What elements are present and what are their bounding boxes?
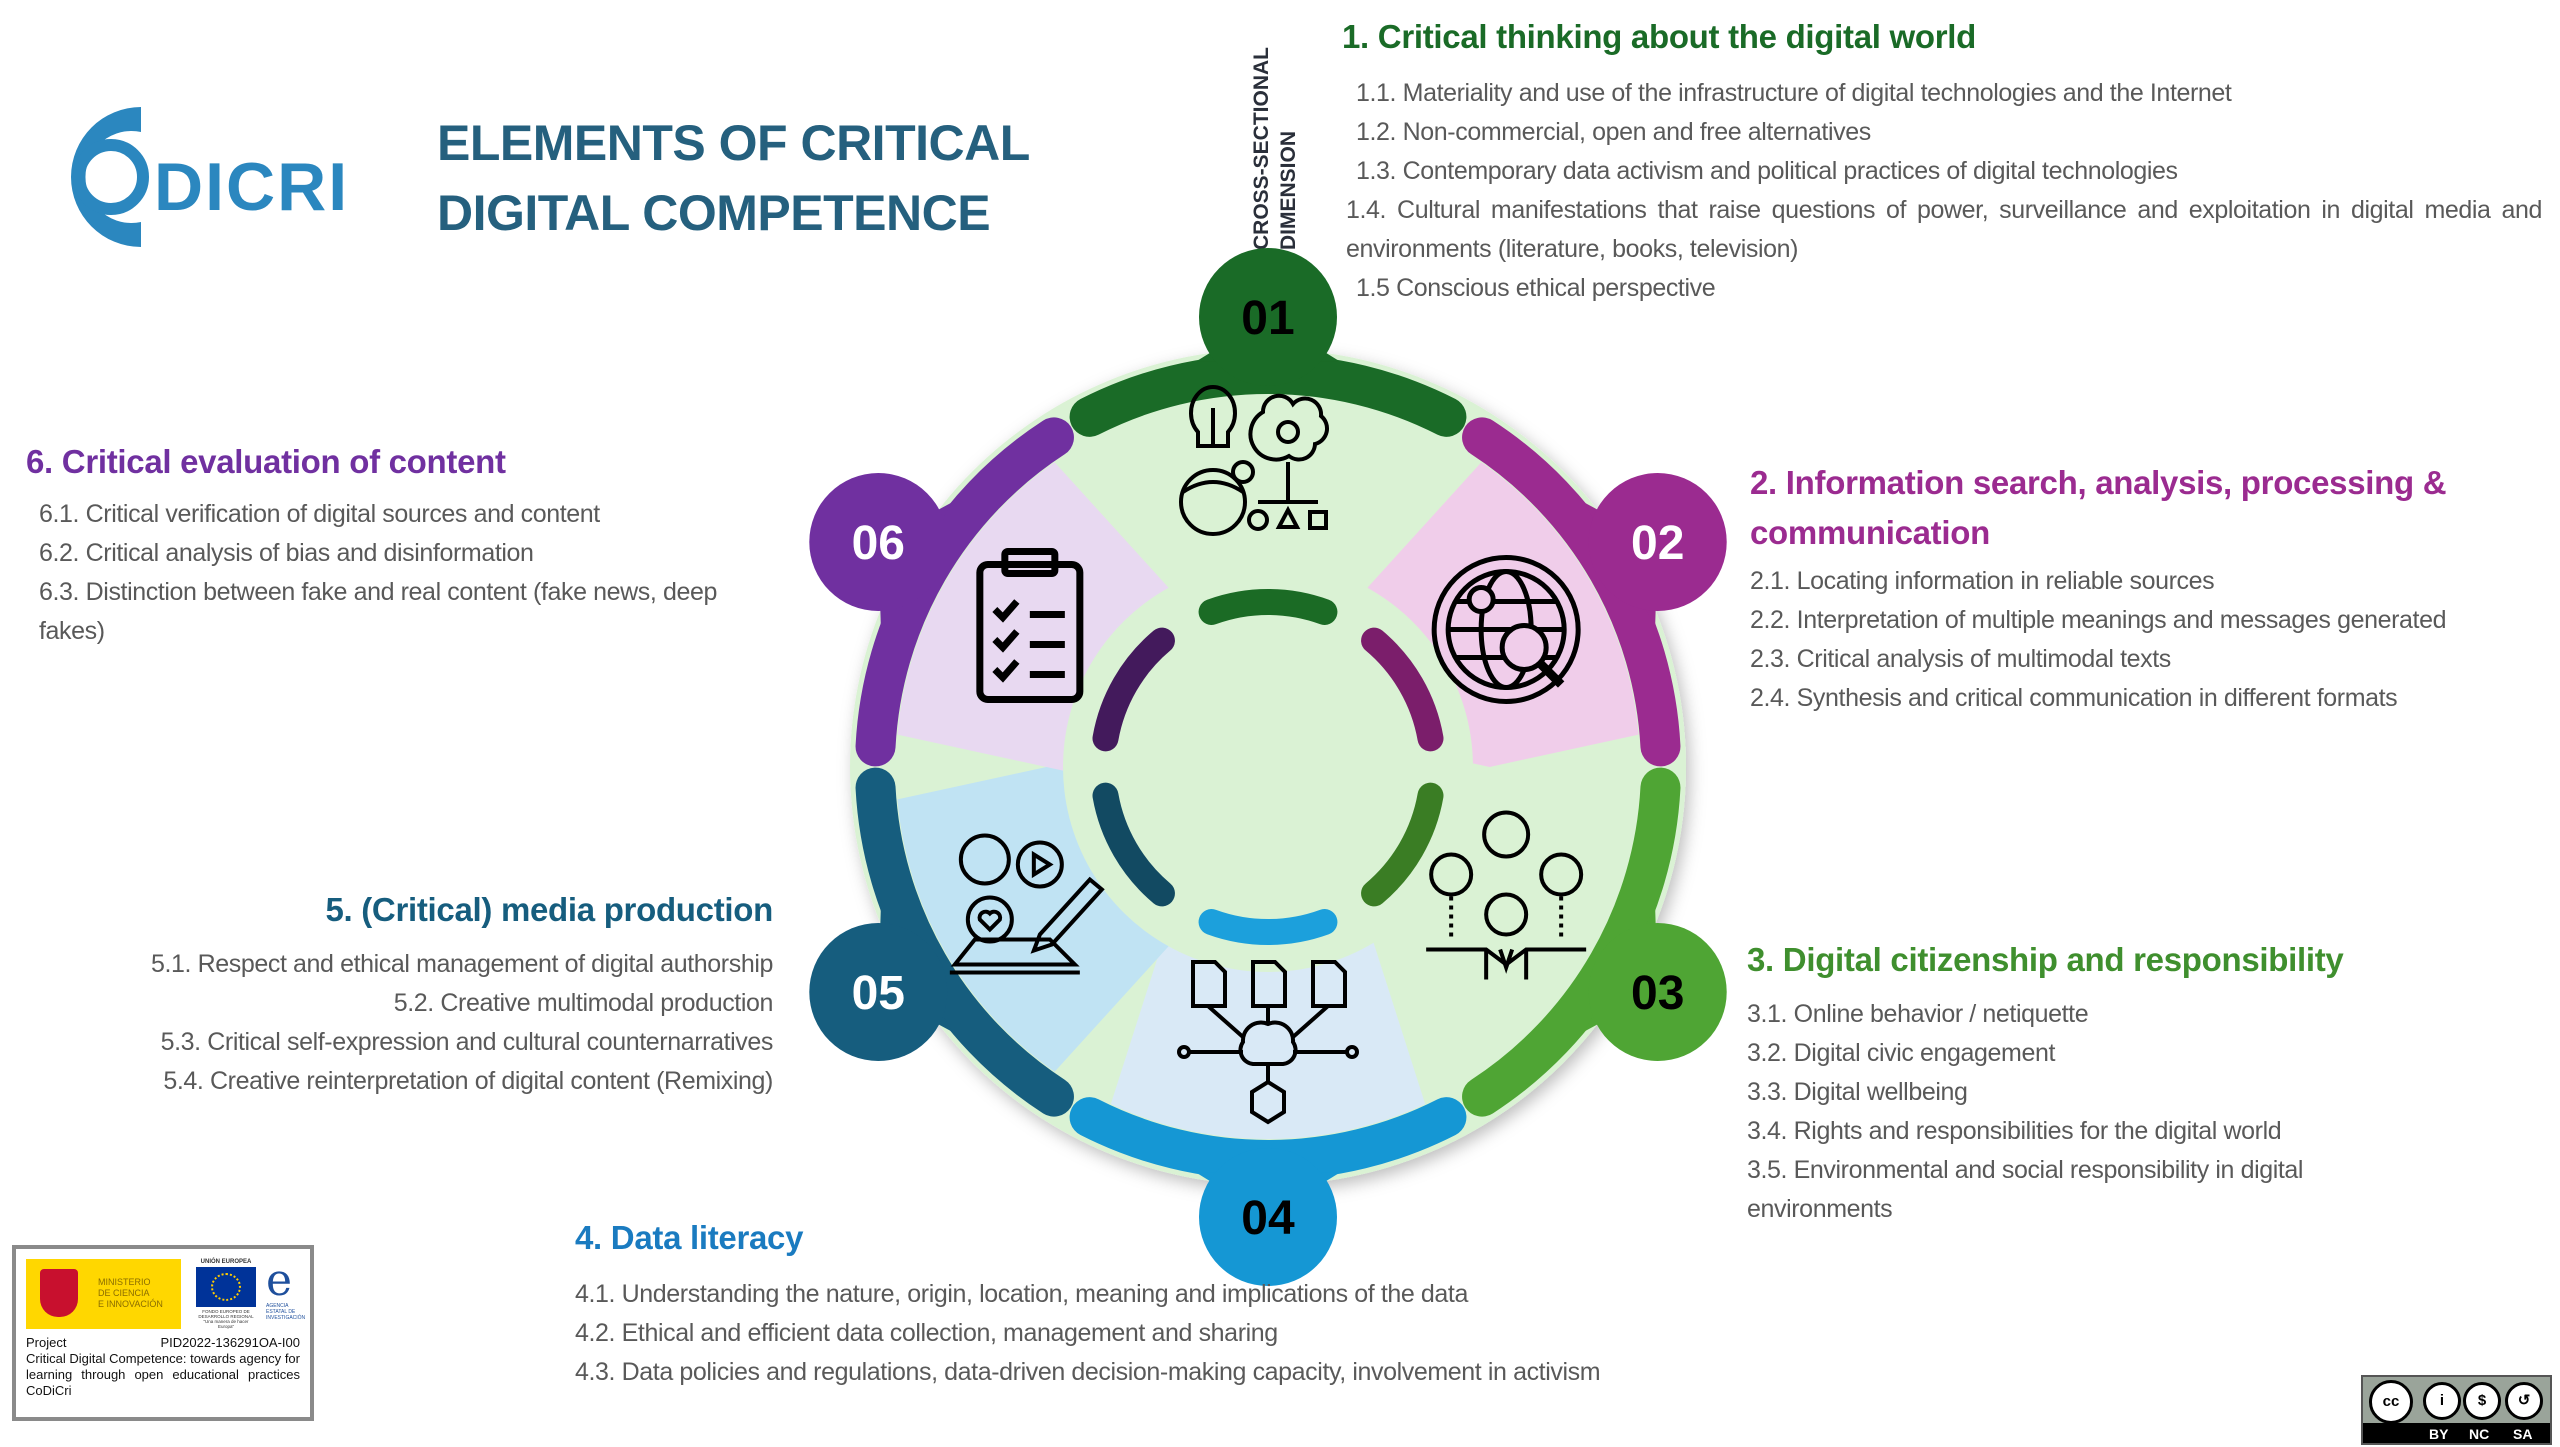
globe-search-icon	[1431, 555, 1581, 704]
project-title: Critical Digital Competence: towards age…	[26, 1351, 300, 1398]
sector-04	[1110, 942, 1426, 1139]
media-creation-icon	[949, 833, 1105, 975]
section-heading: 1. Critical thinking about the digital w…	[1342, 18, 1976, 55]
project-code: PID2022-136291OA-I00	[160, 1335, 300, 1350]
section-2: 2. Information search, analysis, process…	[1750, 458, 2530, 718]
list-item: 4.1. Understanding the nature, origin, l…	[575, 1280, 1468, 1308]
page-title: ELEMENTS OF CRITICAL DIGITAL COMPETENCE	[437, 108, 1030, 248]
inner-arc-03	[1361, 782, 1444, 907]
list-item: 5.1. Respect and ethical management of d…	[150, 950, 773, 978]
eu-motto: "Una manera de hacer Europa"	[203, 1319, 249, 1329]
node-circle-01	[1199, 248, 1337, 386]
sector-02	[1367, 462, 1639, 771]
list-item: 2.1. Locating information in reliable so…	[1750, 567, 2215, 595]
list-item: 1.1. Materiality and use of the infrastr…	[1356, 79, 2232, 107]
eu-label: UNIÓN EUROPEA	[200, 1259, 252, 1265]
brain-idea-network-icon	[1179, 384, 1329, 536]
section-heading: 2. Information search, analysis, process…	[1750, 464, 2447, 551]
attribution-icon: i	[2423, 1382, 2461, 1420]
list-item: 5.2. Creative multimodal production	[393, 989, 774, 1017]
spanish-ministry-logo: MINISTERIO DE CIENCIA E INNOVACIÓN	[26, 1259, 181, 1329]
node-number-06: 06	[852, 517, 905, 570]
list-item: 6.2. Critical analysis of bias and disin…	[39, 539, 534, 567]
node-circle-04	[1199, 1148, 1337, 1286]
section-3: 3. Digital citizenship and responsibilit…	[1747, 935, 2547, 1229]
checklist-clipboard-icon	[976, 548, 1084, 703]
list-item: 1.5 Conscious ethical perspective	[1356, 274, 1716, 302]
sector-05	[897, 763, 1169, 1072]
section-4: 4. Data literacy 4.1. Understanding the …	[575, 1213, 1975, 1392]
list-item: 3.1. Online behavior / netiquette	[1747, 1000, 2089, 1028]
inner-arc-04	[1198, 909, 1338, 945]
inner-arc-05	[1092, 782, 1175, 907]
list-item: 2.4. Synthesis and critical communicatio…	[1750, 684, 2398, 712]
agency-name: AGENCIA ESTATAL DE INVESTIGACIÓN	[266, 1303, 306, 1321]
section-1: 1. Critical thinking about the digital w…	[1342, 12, 2542, 308]
section-heading: 4. Data literacy	[575, 1219, 804, 1256]
list-item: 1.4. Cultural manifestations that raise …	[1346, 196, 2542, 263]
title-line-2: DIGITAL COMPETENCE	[437, 185, 991, 241]
node-number-03: 03	[1631, 967, 1684, 1020]
list-item: 6.3. Distinction between fake and real c…	[39, 578, 718, 645]
ministry-name: MINISTERIO DE CIENCIA E INNOVACIÓN	[98, 1277, 163, 1309]
node-number-01: 01	[1241, 292, 1294, 345]
list-item: 5.4. Creative reinterpretation of digita…	[163, 1067, 773, 1095]
project-label: Project	[26, 1335, 67, 1350]
section-5: 5. (Critical) media production 5.1. Resp…	[10, 885, 773, 1101]
sa-label: SA	[2513, 1426, 2533, 1442]
data-network-icon	[1177, 960, 1359, 1125]
node-circle-05	[809, 923, 948, 1061]
list-item: 5.3. Critical self-expression and cultur…	[160, 1028, 774, 1056]
list-item: 3.3. Digital wellbeing	[1747, 1078, 1968, 1106]
codicri-logo: DICRI	[16, 104, 396, 250]
list-item: 6.1. Critical verification of digital so…	[39, 500, 600, 528]
eu-fund: FONDO EUROPEO DE DESARROLLO REGIONAL	[198, 1309, 254, 1319]
svg-text:DICRI: DICRI	[154, 149, 349, 225]
eu-feder-logo: UNIÓN EUROPEA FONDO EUROPEO DE DESARROLL…	[196, 1259, 256, 1329]
list-item: 4.2. Ethical and efficient data collecti…	[575, 1319, 1278, 1347]
inner-arc-02	[1361, 627, 1444, 752]
list-item: 3.4. Rights and responsibilities for the…	[1747, 1117, 2282, 1145]
inner-arc-01	[1198, 589, 1338, 625]
list-item: 2.2. Interpretation of multiple meanings…	[1750, 606, 2447, 634]
list-item: 1.2. Non-commercial, open and free alter…	[1356, 118, 1871, 146]
list-item: 4.3. Data policies and regulations, data…	[575, 1358, 1601, 1386]
node-circle-02	[1588, 473, 1727, 611]
cc-license-badge[interactable]: cc i $ ↺ BY NC SA	[2361, 1375, 2552, 1445]
sector-03	[1367, 763, 1639, 1072]
funding-acknowledgement: MINISTERIO DE CIENCIA E INNOVACIÓN UNIÓN…	[12, 1245, 314, 1421]
node-circle-06	[809, 473, 948, 611]
node-number-05: 05	[852, 967, 905, 1020]
node-circle-03	[1588, 923, 1727, 1061]
coat-of-arms-icon	[40, 1269, 78, 1317]
citizen-balance-icon	[1426, 810, 1587, 980]
list-item: 3.5. Environmental and social responsibi…	[1747, 1156, 2304, 1223]
sharealike-icon: ↺	[2505, 1382, 2543, 1420]
aei-logo: e AGENCIA ESTATAL DE INVESTIGACIÓN	[266, 1259, 308, 1329]
cc-icon: cc	[2369, 1380, 2413, 1424]
section-heading: 6. Critical evaluation of content	[26, 443, 506, 480]
noncommercial-icon: $	[2463, 1382, 2501, 1420]
section-6: 6. Critical evaluation of content 6.1. C…	[26, 437, 796, 651]
list-item: 1.3. Contemporary data activism and poli…	[1356, 157, 2178, 185]
list-item: 3.2. Digital civic engagement	[1747, 1039, 2056, 1067]
title-line-1: ELEMENTS OF CRITICAL	[437, 115, 1030, 171]
node-number-02: 02	[1631, 517, 1684, 570]
eu-flag-icon	[196, 1267, 256, 1307]
node-number-04: 04	[1241, 1192, 1295, 1245]
nc-label: NC	[2469, 1426, 2490, 1442]
list-item: 2.3. Critical analysis of multimodal tex…	[1750, 645, 2171, 673]
inner-arc-06	[1092, 627, 1175, 752]
by-label: BY	[2429, 1426, 2449, 1442]
section-heading: 5. (Critical) media production	[325, 891, 773, 928]
section-heading: 3. Digital citizenship and responsibilit…	[1747, 941, 2344, 978]
sector-01	[1110, 395, 1426, 592]
